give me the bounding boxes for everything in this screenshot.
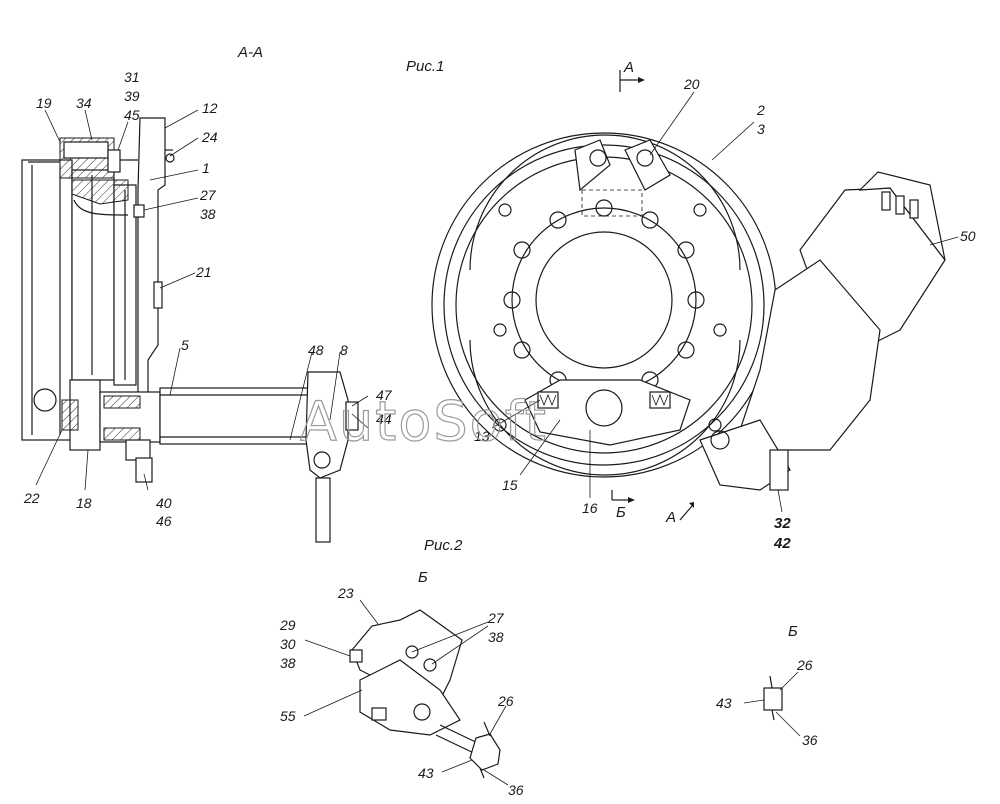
callout-1: 1 — [202, 160, 210, 176]
callout-20: 20 — [683, 76, 700, 92]
callout-22: 22 — [23, 490, 40, 506]
view-b-label-fig2: Б — [418, 569, 428, 586]
view-b-label-fig1: Б — [616, 504, 626, 521]
nut-26 — [469, 733, 501, 771]
callout-46: 46 — [156, 513, 172, 529]
callout-40: 40 — [156, 495, 172, 511]
fig1-brake-assembly — [431, 70, 946, 521]
section-arrow-a-top: А — [623, 59, 634, 76]
callout-39: 39 — [124, 88, 140, 104]
callout-50: 50 — [960, 228, 976, 244]
watermark-text: AutoSoft — [300, 390, 548, 453]
backing-plate — [137, 117, 166, 470]
callout-43-small: 43 — [716, 695, 732, 711]
callout-5: 5 — [181, 337, 189, 353]
callout-2: 2 — [756, 102, 765, 118]
fig1-title: Рис.1 — [406, 58, 444, 75]
callout-8: 8 — [340, 342, 348, 358]
callout-27-fig2: 27 — [487, 610, 505, 626]
plate-slot — [153, 281, 163, 309]
expander-cam — [524, 379, 691, 446]
callout-32: 32 — [774, 515, 791, 532]
callout-24: 24 — [201, 129, 218, 145]
callout-55: 55 — [280, 708, 296, 724]
callout-48: 48 — [308, 342, 324, 358]
callout-19: 19 — [36, 95, 52, 111]
callout-45: 45 — [124, 107, 140, 123]
slack-adjuster — [305, 371, 349, 479]
callout-23: 23 — [337, 585, 354, 601]
callout-18: 18 — [76, 495, 92, 511]
drum-outer-wall — [21, 159, 73, 441]
callout-26-fig2: 26 — [497, 693, 514, 709]
callout-43-fig2: 43 — [418, 765, 434, 781]
adjuster-rod — [315, 477, 331, 543]
callout-16: 16 — [582, 500, 598, 516]
callout-29: 29 — [279, 617, 296, 633]
section-arrow-a-bottom: А — [665, 509, 676, 526]
callout-27-section: 27 — [199, 187, 217, 203]
callout-34: 34 — [76, 95, 92, 111]
callout-38-fig2-left: 38 — [280, 655, 296, 671]
fig2-title: Рис.2 — [424, 537, 463, 554]
callout-38-fig2-right: 38 — [488, 629, 504, 645]
callout-38-section: 38 — [200, 206, 216, 222]
callout-42: 42 — [773, 535, 791, 552]
callout-12: 12 — [202, 100, 218, 116]
callout-21: 21 — [195, 264, 212, 280]
callout-36-small: 36 — [802, 732, 818, 748]
callout-3: 3 — [757, 121, 765, 137]
callout-47: 47 — [376, 387, 393, 403]
callout-31: 31 — [124, 69, 140, 85]
section-aa-title: А-А — [237, 44, 263, 61]
view-b-small — [763, 675, 783, 721]
callout-36-fig2: 36 — [508, 782, 524, 798]
leader-lines — [35, 91, 959, 786]
camshaft — [159, 387, 311, 445]
view-b-label-small: Б — [788, 623, 798, 640]
callout-13: 13 — [474, 428, 490, 444]
hub-bore — [535, 231, 673, 369]
callout-30: 30 — [280, 636, 296, 652]
callout-26-small: 26 — [796, 657, 813, 673]
section-aa-view — [21, 117, 359, 543]
callout-15: 15 — [502, 477, 518, 493]
fig2-bracket-view — [349, 609, 501, 779]
nut-small — [763, 687, 783, 711]
callout-44: 44 — [376, 411, 392, 427]
drum-bolt-hole — [33, 388, 57, 412]
chamber-bracket — [739, 259, 881, 451]
